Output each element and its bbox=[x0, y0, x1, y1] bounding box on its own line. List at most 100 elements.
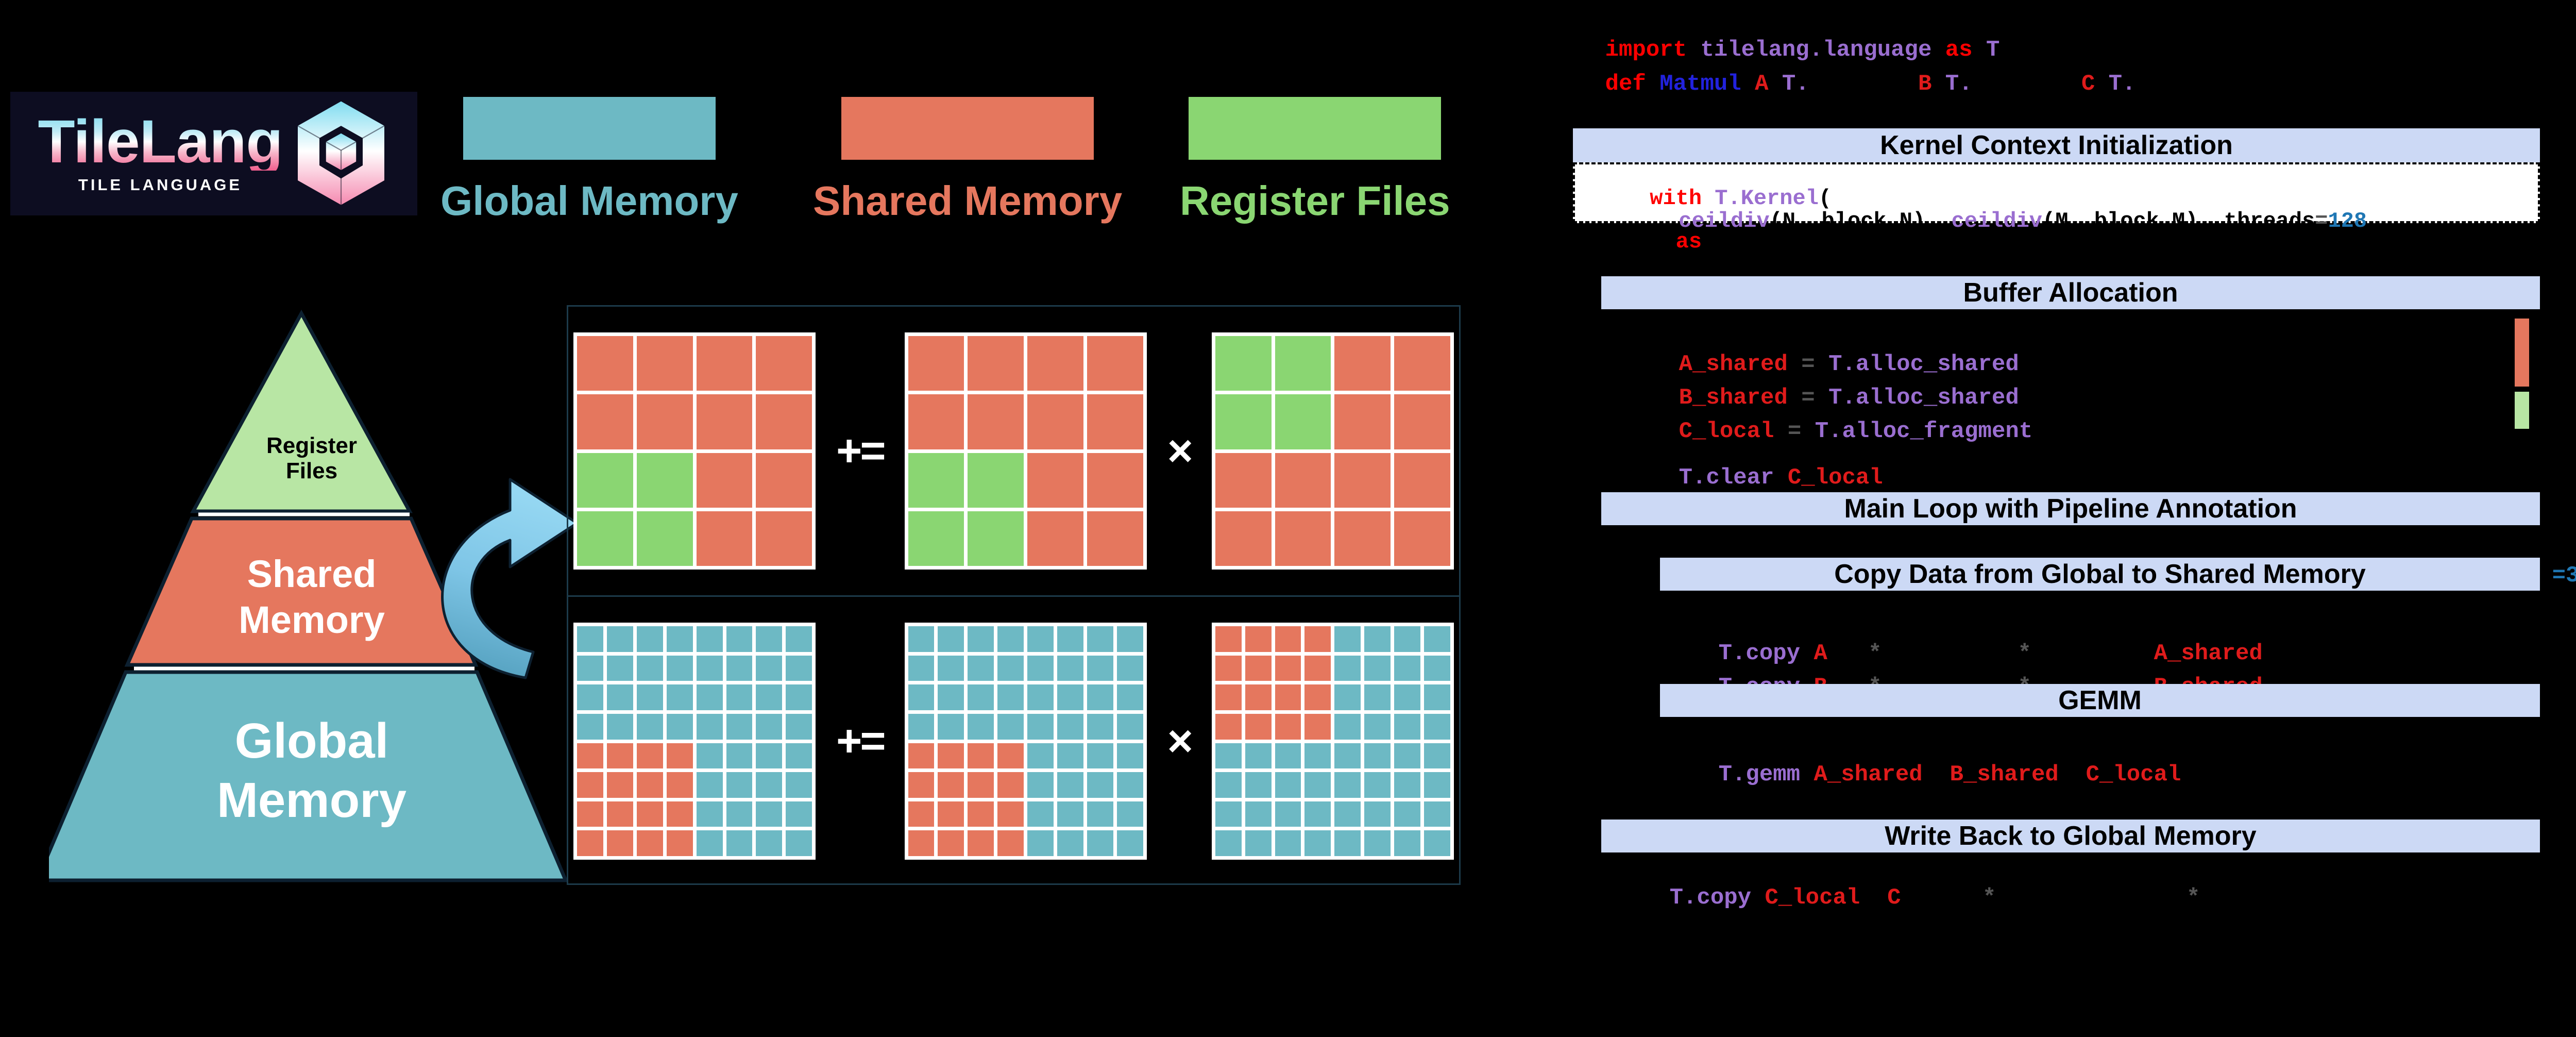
matrix-cell bbox=[908, 336, 964, 391]
matrix-cell bbox=[636, 394, 693, 449]
matrix-cell bbox=[1215, 655, 1242, 681]
matrix-cell bbox=[756, 830, 783, 856]
gemm-arg-b: B_shared bbox=[1950, 762, 2059, 788]
matrix-cell bbox=[666, 772, 693, 798]
matrix-cell bbox=[577, 336, 633, 391]
matrix-cell bbox=[1087, 626, 1113, 652]
matrix-cell bbox=[1116, 684, 1143, 710]
matrix-cell bbox=[1364, 743, 1391, 769]
matrix-cell bbox=[607, 626, 633, 652]
matrix-cell bbox=[1304, 830, 1331, 856]
param-B: B bbox=[1918, 71, 1932, 97]
matrix-cell bbox=[1087, 684, 1113, 710]
logo-subtitle: TILE LANGUAGE bbox=[78, 176, 243, 194]
matrix-cell bbox=[1116, 801, 1143, 827]
matrix-cell bbox=[726, 772, 753, 798]
matrix-cell bbox=[607, 655, 633, 681]
matrix-c bbox=[573, 623, 816, 860]
close-paren: ) bbox=[1650, 229, 1676, 254]
matrix-cell bbox=[636, 511, 693, 566]
matrix-b-shared bbox=[1211, 332, 1454, 570]
kw-with: with bbox=[1650, 186, 1702, 211]
matrix-cell bbox=[786, 655, 812, 681]
matrix-cell bbox=[786, 713, 812, 740]
matrix-cell bbox=[636, 772, 663, 798]
matrix-cell bbox=[636, 830, 663, 856]
matrix-cell bbox=[1364, 801, 1391, 827]
matrix-cell bbox=[1215, 626, 1242, 652]
matrix-cell bbox=[696, 453, 753, 508]
matrix-cell bbox=[1275, 713, 1301, 740]
matrix-cell bbox=[997, 626, 1024, 652]
matrix-cell bbox=[1215, 830, 1242, 856]
section-header-gemm: GEMM bbox=[1660, 684, 2540, 717]
matrix-cell bbox=[1334, 394, 1391, 449]
matrix-cell bbox=[1394, 772, 1420, 798]
slice-star-a2: * bbox=[2018, 641, 2031, 666]
matrix-cell bbox=[1027, 684, 1054, 710]
matrix-cell bbox=[726, 713, 753, 740]
matrix-cell bbox=[1057, 684, 1083, 710]
matrix-cell bbox=[968, 394, 1024, 449]
assign-c: = bbox=[1787, 419, 1802, 444]
matrix-cell bbox=[1334, 453, 1391, 508]
matrix-cell bbox=[1334, 626, 1361, 652]
matrix-cell bbox=[1364, 626, 1391, 652]
matrix-cell bbox=[1334, 336, 1391, 391]
matrix-cell bbox=[968, 801, 994, 827]
matrix-cell bbox=[1275, 511, 1331, 566]
matrix-cell bbox=[908, 772, 935, 798]
matrix-cell bbox=[1394, 511, 1450, 566]
matrix-cell bbox=[1087, 830, 1113, 856]
gemm-arg-c: C_local bbox=[2086, 762, 2181, 788]
matrix-cell bbox=[696, 511, 753, 566]
matrix-cell bbox=[1087, 772, 1113, 798]
matrix-cell bbox=[666, 801, 693, 827]
matrix-cell bbox=[786, 830, 812, 856]
matrix-cell bbox=[1215, 511, 1272, 566]
matrix-cell bbox=[1215, 453, 1272, 508]
matrix-cell bbox=[696, 743, 723, 769]
matrix-cell bbox=[1364, 684, 1391, 710]
matrix-cell bbox=[577, 655, 604, 681]
matrix-cell bbox=[1275, 626, 1301, 652]
matrix-cell bbox=[1304, 655, 1331, 681]
matrix-cell bbox=[1334, 684, 1361, 710]
assign-a: = bbox=[1801, 352, 1815, 377]
call-alloc-fragment: T.alloc_fragment bbox=[1815, 419, 2033, 444]
matrix-cell bbox=[1364, 830, 1391, 856]
matrix-cell bbox=[1364, 655, 1391, 681]
pyramid-level-global bbox=[49, 670, 569, 882]
matrix-cell bbox=[1423, 626, 1450, 652]
alias-T: T bbox=[1986, 37, 2000, 63]
matrix-cell bbox=[666, 743, 693, 769]
grids-divider bbox=[568, 595, 1459, 597]
matrix-cell bbox=[577, 394, 633, 449]
matrix-cell bbox=[1027, 713, 1054, 740]
matrix-cell bbox=[1334, 801, 1361, 827]
matrix-cell bbox=[1027, 743, 1054, 769]
matrix-cell bbox=[1245, 743, 1272, 769]
slice-star-c2: * bbox=[2187, 885, 2200, 911]
matrix-cell bbox=[1304, 713, 1331, 740]
legend-label-global: Global Memory bbox=[440, 178, 738, 224]
matrix-cell bbox=[1334, 713, 1361, 740]
matrix-cell bbox=[577, 830, 604, 856]
matrix-cell bbox=[696, 772, 723, 798]
code-line-as-bxby: ) as (bx, by): bbox=[1572, 205, 1832, 279]
matrix-cell bbox=[1394, 830, 1420, 856]
matrix-cell bbox=[696, 655, 723, 681]
matrix-cell bbox=[786, 626, 812, 652]
operator-plus-equals-row0: += bbox=[836, 426, 886, 476]
matrix-cell bbox=[1116, 772, 1143, 798]
matrix-cell bbox=[636, 743, 663, 769]
type-C: T. bbox=[2108, 71, 2136, 97]
matrix-cell bbox=[1275, 684, 1301, 710]
matrix-cell bbox=[908, 684, 935, 710]
matrix-cell bbox=[968, 511, 1024, 566]
matrix-cell bbox=[636, 336, 693, 391]
matrix-cell bbox=[997, 684, 1024, 710]
matrix-cell bbox=[908, 743, 935, 769]
